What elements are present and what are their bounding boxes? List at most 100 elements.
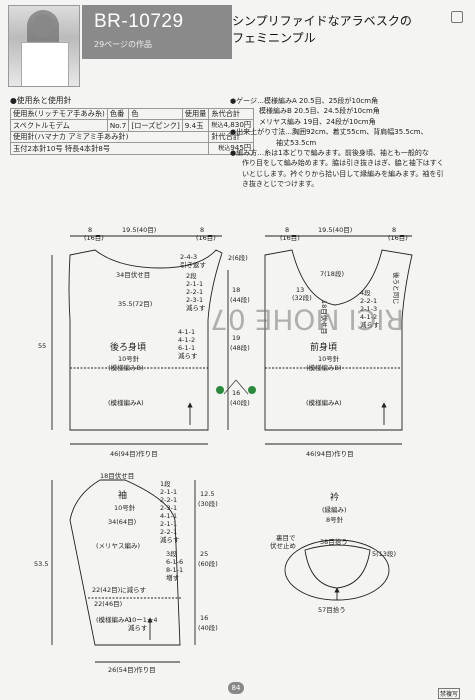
sleeve-cap-dec: 2-3-1 [160,504,177,512]
collar-top-count: 38目拾う [320,537,348,546]
sleeve-needle: 10号針 [114,503,136,512]
page-title: シンプリファイドなアラベスクの フェミニンプル [232,13,452,47]
back-side-rows-3: 16 [232,389,240,397]
instructions: ●ゲージ…模様編みA 20.5目、25段が10cm角 模様編みB 20.5目、2… [230,96,470,190]
sleeve-piece-name: 袖 [118,489,127,501]
page-number: 84 [228,682,244,694]
gauge-value: 20.5目、25段が10cm角 [299,97,379,105]
front-top-side-right: 8 [392,226,396,234]
sleeve-pattern-a: (模様編みA) [96,615,132,624]
back-arm-note: 減らす [186,303,206,312]
back-rows-18: 18 [232,286,240,294]
front-top-side-sub-right: (16目) [388,234,408,242]
gauge-name: 模様編みA [263,97,297,105]
materials-title: ●使用糸と使用針 [10,96,72,105]
back-top-side-sub: (16目) [84,234,104,242]
sleeve-top-bind: 18目伏せ目 [100,471,134,480]
gauge-value: 20.5目、24.5段が10cm角 [294,107,380,116]
gauge-row: 模様編みB 20.5目、24.5段が10cm角 [230,106,470,116]
collar-inner-label: 裏目で [276,533,296,542]
sleeve-width-22b: 22(46目) [94,600,122,608]
sleeve-inc-note: 6-1-6 [166,558,183,566]
tax-label: 税込 [211,122,224,129]
back-dec-note: 4-1-1 [178,328,195,336]
sleeve-width-22a: 22(42目)に減らす [92,585,146,594]
model-photo [8,5,80,87]
sleeve-inc-note: 3段 [166,549,177,558]
front-neck-note: 7(18段) [320,269,344,278]
size-row: ●出来上がり寸法…胸囲92cm、着丈55cm、背肩幅35.5cm、 [230,127,470,137]
front-top-mid: 19.5(40目) [318,226,352,234]
title-line-2: フェミニンプル [232,31,316,45]
photo-sweater [21,42,69,86]
back-neck-note: 2-4-3 [180,253,197,261]
gauge-label: ●ゲージ… [230,97,264,105]
back-dec-note: 4-1-2 [178,336,195,344]
collar-bottom-count: 57目拾う [318,605,346,614]
yarn-price: 4,830円 [223,120,252,129]
sleeve-stitch: (メリヤス編み) [96,541,140,550]
sleeve-bottom-width: 26(54目)作り目 [108,665,156,674]
size-value: 胸囲92cm、着丈55cm、背肩幅35.5cm、 [292,128,428,137]
sleeve-cap-dec: 2-1-1 [160,520,177,528]
front-piece-name: 前身頃 [310,341,337,353]
back-top-side: 8 [88,226,92,234]
sleeve-inc-note: 8-1-1 [166,566,183,574]
gauge-name: メリヤス編み [259,117,301,126]
collar-side-count: 5(13段) [372,549,396,558]
back-pattern-a: (模様編みA) [108,398,144,407]
front-needle: 10号針 [318,354,340,363]
method-line: 作り目をして編み始めます。脇は引き抜きはぎ、脇と袖下はすく [242,159,444,168]
front-pattern-b: (模様編みB) [306,363,342,372]
back-top-side-right: 8 [200,226,204,234]
back-side-rows-4: (40段) [230,398,250,407]
back-neck-note-2: 引き返す [180,260,207,269]
copyright-stamp: 禁複写 [438,688,461,699]
back-top-side-sub-right: (16目) [196,234,216,242]
materials-table: 使用糸(リッチモア手あみ糸) 色番 色 使用量 糸代合計 スペクトルモデム No… [9,108,255,155]
front-rows: 13 [296,286,304,294]
sleeve-dec-note: 10ー1ー4 [128,616,158,624]
collar-needle: 8号針 [326,515,344,524]
front-top-side: 8 [285,226,289,234]
materials-section: ●使用糸と使用針 使用糸(リッチモア手あみ糸) 色番 色 使用量 糸代合計 スペ… [9,96,255,155]
front-bottom-width: 46(94目)作り目 [306,449,354,458]
back-height: 55 [38,342,46,350]
sleeve-low-rows: 16 [200,614,208,622]
needle-price: 945円 [230,143,252,152]
sleeve-cap-dec: 2-1-1 [160,488,177,496]
method-line: き抜きとじでつけます。 [242,180,319,189]
method-label: ●編み方… [230,149,265,158]
sleeve-upper-width: 34(64目) [108,518,136,526]
front-body-outline [264,249,413,431]
table-cell: 税込945円 [208,142,255,155]
back-bottom-width: 46(94目)作り目 [110,449,158,458]
back-piece-name: 後ろ身頃 [110,341,146,353]
back-dec-note: 6-1-1 [178,344,195,352]
table-row: 玉付2本針10号 特長4本針8号 税込945円 [9,142,255,155]
watermark: RICI MOHE 07 [210,303,404,336]
back-arm-note: 2-1-1 [186,280,203,288]
back-top-mid: 19.5(40目) [122,226,156,234]
sleeve-length: 53.5 [34,560,48,568]
front-dec: 4-1-2 [360,313,377,321]
gauge-value: 19目、24段が10cm角 [303,117,376,126]
header: BR-10729 29ページの作品 シンプリファイドなアラベスクの フェミニンプ… [82,5,467,60]
gauge-name: 模様編みB [259,107,292,116]
gauge-row: メリヤス編み 19目、24段が10cm角 [230,117,470,127]
sleeve-cap-dec: 2-2-1 [160,496,177,504]
collar-inner-label-2: 伏せ止め [270,541,296,550]
method-line: 糸は1本どりで編みます。前後身頃、袖とも一般的な [264,149,429,158]
sleeve-cap-height-2: (30段) [198,499,218,508]
sleeve-inc-note: 増す [166,573,180,582]
front-dec: 減らす [360,320,380,329]
back-side-rows: 19 [232,334,240,342]
sleeve-low-rows-2: (40段) [198,623,218,632]
gauge-row: ●ゲージ…模様編みA 20.5目、25段が10cm角 [230,96,470,106]
corner-mark-icon [451,11,463,23]
front-neck-side: 後ろと同じ [392,272,401,305]
front-bind: 18目伏せ目 [320,300,329,334]
sleeve-cap-dec: 減らす [160,535,180,544]
front-dec: 2-2-1 [360,297,377,305]
back-needle: 10号針 [118,354,140,363]
